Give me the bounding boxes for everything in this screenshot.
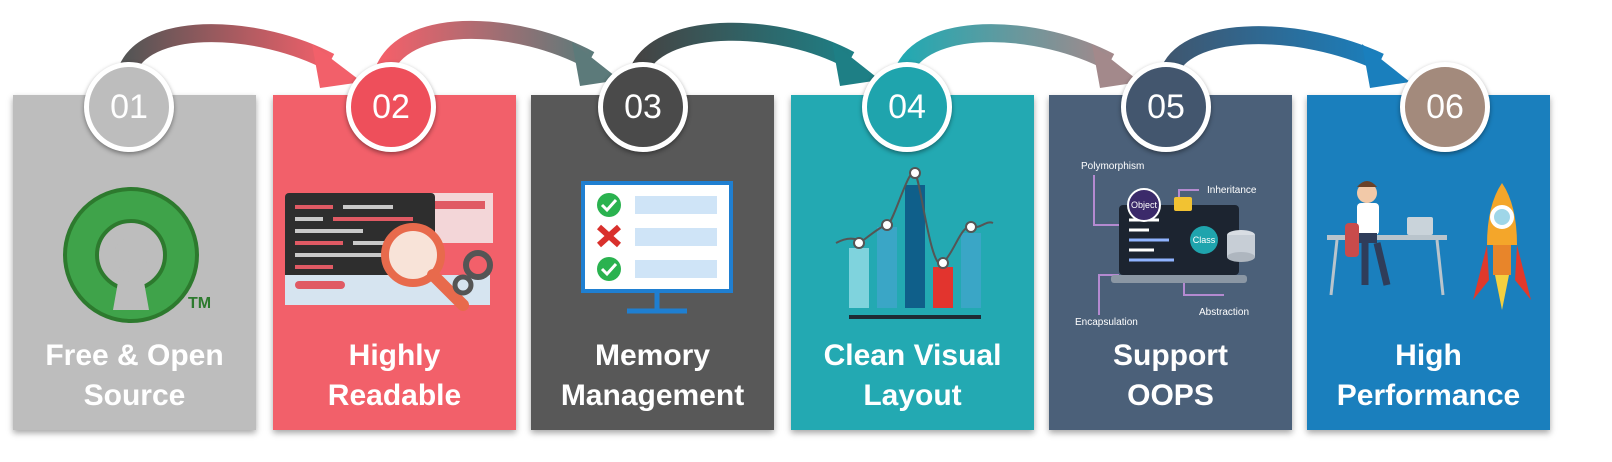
step-badge-02: 02 — [346, 62, 436, 152]
arrow-05-06 — [1161, 26, 1410, 88]
card-title: High Performance — [1336, 339, 1521, 412]
card-title: Highly Readable — [327, 339, 462, 412]
card-clean-visual-layout: Clean Visual Layout — [791, 95, 1034, 430]
card-high-performance: High Performance — [1307, 95, 1550, 430]
polymorphism-label: Polymorphism — [1081, 161, 1144, 172]
rocket-laptop-icon — [1327, 181, 1531, 310]
step-badge-05: 05 — [1121, 62, 1211, 152]
step-badge-01: 01 — [84, 62, 174, 152]
abstraction-label: Abstraction — [1199, 307, 1249, 318]
card-title: Support OOPS — [1113, 339, 1228, 412]
card-title: Free & Open Source — [45, 339, 224, 412]
inheritance-label: Inheritance — [1207, 185, 1257, 196]
step-badge-03: 03 — [598, 62, 688, 152]
arrow-03-04 — [632, 22, 880, 86]
arrow-02-03 — [376, 20, 620, 86]
encapsulation-label: Encapsulation — [1075, 317, 1138, 328]
monitor-checklist-icon — [581, 181, 733, 314]
open-source-logo-icon: TM — [63, 187, 211, 323]
card-title: Memory Management — [560, 339, 745, 412]
bar-chart-icon — [835, 167, 994, 319]
tm-mark: TM — [188, 295, 211, 312]
code-magnifier-icon — [285, 193, 493, 311]
step-badge-04: 04 — [862, 62, 952, 152]
arrow-04-05 — [897, 24, 1140, 88]
oops-laptop-icon: Object Class Polymorphism Inheritance En… — [1075, 161, 1257, 328]
arrow-01-02 — [119, 24, 362, 88]
card-title: Clean Visual Layout — [823, 339, 1002, 412]
object-label: Object — [1131, 200, 1158, 210]
class-label: Class — [1193, 235, 1216, 245]
step-badge-06: 06 — [1400, 62, 1490, 152]
